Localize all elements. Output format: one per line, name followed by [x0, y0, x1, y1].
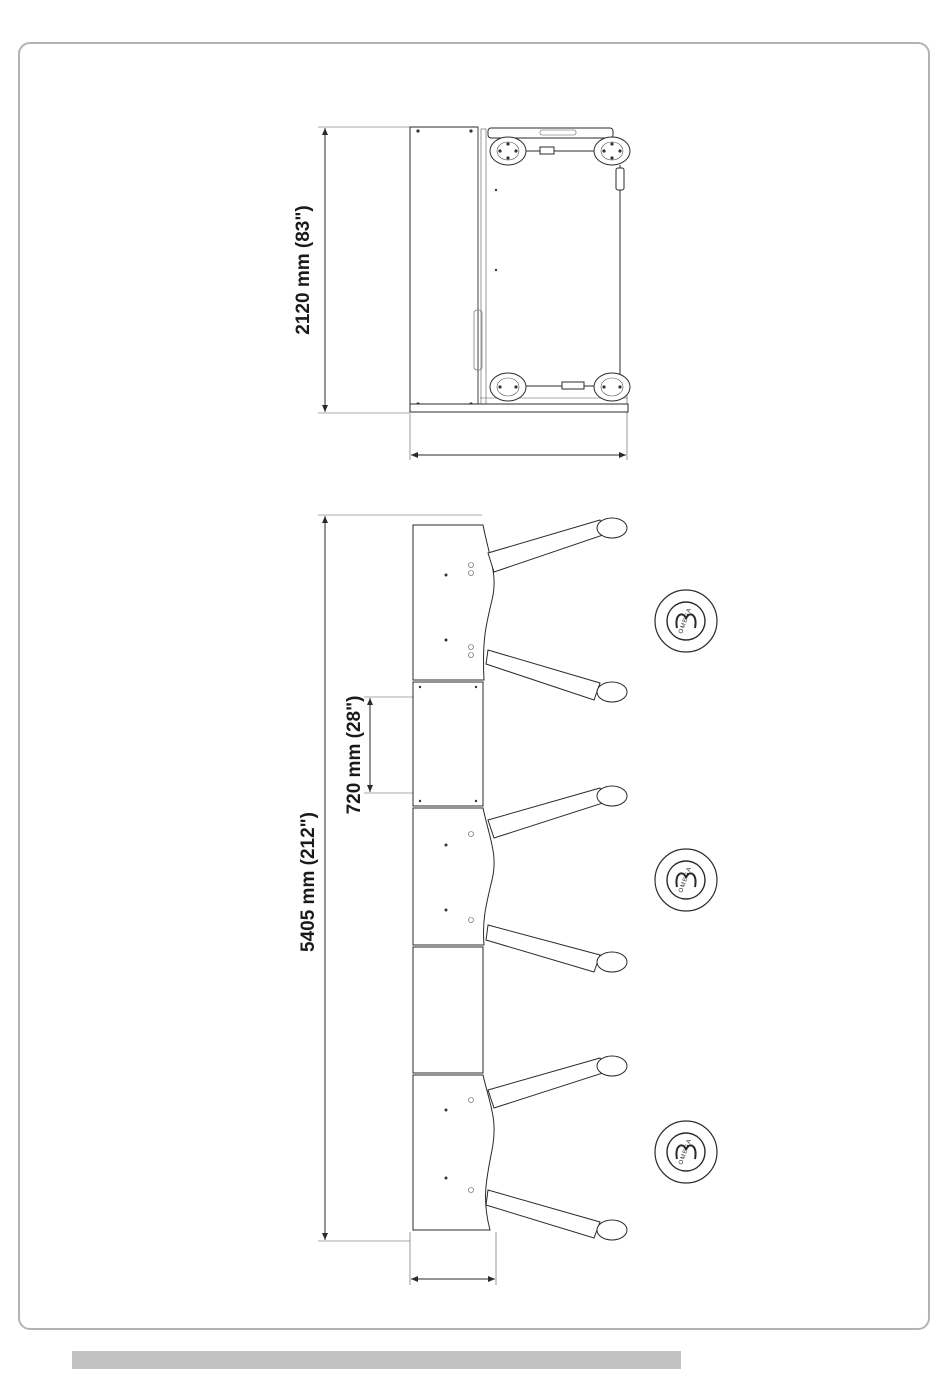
bottom-view: 5405 mm (212") 720 mm (28")	[298, 515, 717, 1285]
arm-6	[486, 1190, 627, 1240]
arm-3	[488, 786, 627, 838]
bottom-left-joint	[490, 373, 526, 401]
bottom-right-joint	[594, 373, 630, 401]
height-dimension-label: 2120 mm (83")	[293, 205, 314, 334]
top-right-joint	[594, 137, 630, 165]
length-dimension-label: 5405 mm (212")	[298, 812, 319, 952]
omega-logo-1: OMEGA	[655, 590, 717, 652]
module-2	[413, 682, 483, 806]
module-4	[413, 947, 483, 1073]
module-dimension-label: 720 mm (28")	[344, 696, 365, 815]
arm-4	[486, 925, 627, 972]
arm-5	[488, 1056, 627, 1108]
omega-logo-3: OMEGA	[655, 1121, 717, 1183]
cabinet-panel	[410, 127, 478, 412]
top-view: 2120 mm (83")	[293, 127, 630, 460]
omega-logo-2: OMEGA	[655, 849, 717, 911]
module-3	[413, 808, 494, 945]
arm-1	[488, 518, 627, 572]
module-1	[413, 525, 494, 680]
arm-2	[486, 650, 627, 702]
module-5	[413, 1075, 494, 1230]
top-left-joint	[490, 137, 526, 165]
